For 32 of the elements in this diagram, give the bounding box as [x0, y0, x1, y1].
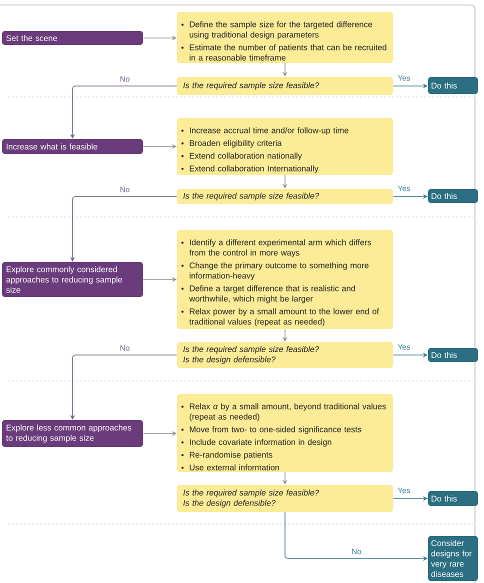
list-item: Relax power by a small amount to the lower end of traditional values (repeat as needed) — [189, 308, 379, 326]
outcome-box: Do this — [428, 491, 478, 506]
list-item: Move from two- to one-sided significance tests — [190, 426, 362, 434]
list-item: Include covariate information in design — [190, 438, 332, 447]
list-item: Change the primary outcome to something more information-heavy — [190, 262, 369, 280]
list-item: Use external information — [190, 464, 279, 470]
list-item: Estimate the number of patients that can be recruited in a reasonable timeframe — [190, 44, 386, 61]
bullet-list-box — [177, 394, 393, 472]
list-item: Extend collaboration Internationally — [190, 165, 318, 174]
list-item: Increase accrual time and/or follow-up time — [190, 127, 348, 135]
stage-box: Increase what is feasible — [2, 139, 143, 154]
stage-box: Set the scene — [2, 31, 143, 45]
bullet-list-box — [177, 230, 393, 329]
outcome-box: Do this — [428, 189, 478, 203]
list-item: Broaden eligibility criteria — [190, 140, 282, 148]
outcome-box: Do this — [428, 77, 478, 94]
bullet-list-box — [177, 118, 393, 175]
bullet-list-box — [177, 12, 393, 63]
outcome-box: Consider designs for very rare diseases — [428, 536, 478, 581]
list-item: Extend collaboration nationally — [190, 152, 302, 160]
list-item: Identify a different experimental arm which differs from the control in more ways — [189, 239, 372, 258]
question-box: Is the required sample size feasible? Is the design defensible? — [177, 485, 393, 512]
outcome-box: Do this — [428, 348, 478, 362]
list-item: Define a target difference that is realistic and worthwhile, which might be larger — [189, 285, 355, 304]
question-box: Is the required sample size feasible? — [177, 189, 393, 204]
stage-box: Explore commonly considered approaches to reducing sample size — [2, 262, 143, 297]
question-box: Is the required sample size feasible? Is the design defensible? — [177, 342, 393, 368]
list-item: Define the sample size for the targeted difference using traditional design parameters — [190, 21, 372, 40]
question-box: Is the required sample size feasible? — [177, 77, 393, 95]
list-item: Relax α by a small amount, beyond traditional values (repeat as needed) — [190, 403, 386, 422]
list-item: Re-randomise patients — [190, 452, 272, 460]
stage-box: Explore less common approaches to reducing sample size — [2, 420, 143, 447]
